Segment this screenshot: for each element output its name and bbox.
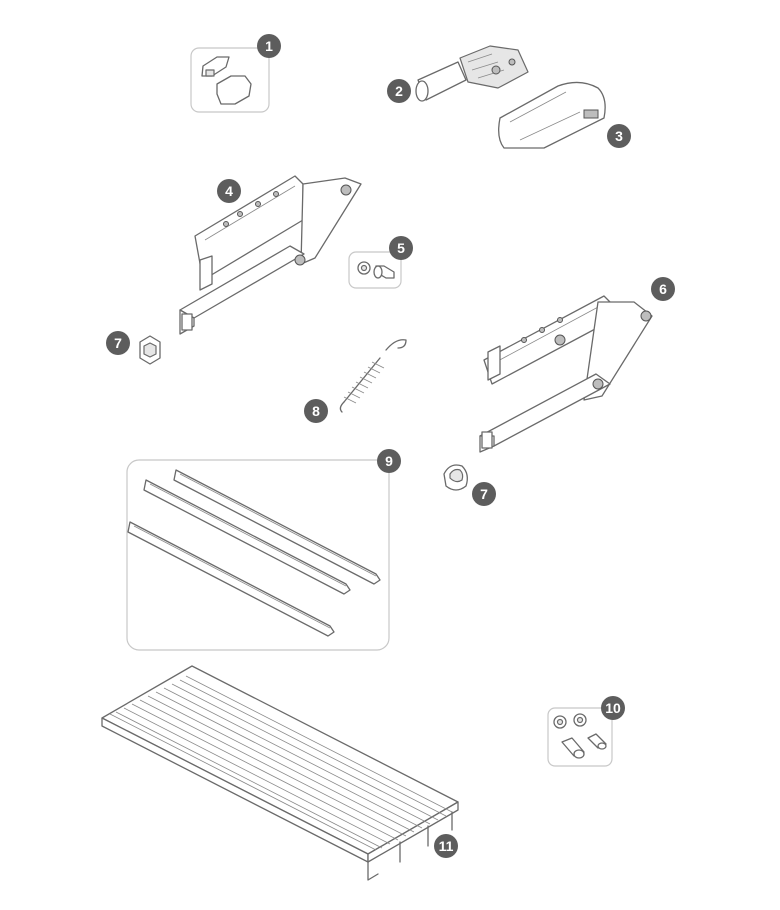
svg-text:11: 11 — [439, 838, 454, 854]
svg-text:3: 3 — [615, 128, 623, 144]
part-1-end-caps — [190, 47, 270, 113]
part-2-motor — [415, 45, 529, 102]
part-7-stop-block-left — [139, 335, 161, 365]
part-5-bolt-washer — [348, 251, 402, 289]
part-4-left-bracket — [179, 175, 362, 335]
badge-6: 6 — [651, 277, 675, 301]
badge-9: 9 — [377, 449, 401, 473]
badge-5: 5 — [389, 236, 413, 260]
badge-4: 4 — [217, 179, 241, 203]
part-6-right-bracket — [479, 295, 653, 453]
part-9-rails — [126, 459, 390, 651]
svg-text:2: 2 — [395, 83, 403, 99]
svg-text:10: 10 — [605, 700, 621, 716]
part-10-fasteners — [547, 707, 613, 767]
svg-text:8: 8 — [312, 403, 320, 419]
part-3-motor-cover — [498, 81, 606, 149]
part-11-step-tread — [101, 665, 459, 881]
part-7-stop-block-right — [443, 464, 468, 491]
svg-text:9: 9 — [385, 453, 393, 469]
svg-text:1: 1 — [265, 38, 273, 54]
badge-3: 3 — [607, 124, 631, 148]
svg-text:5: 5 — [397, 240, 405, 256]
badge-2: 2 — [387, 79, 411, 103]
badge-11: 11 — [434, 834, 458, 858]
badge-1: 1 — [257, 34, 281, 58]
badge-7-right: 7 — [472, 482, 496, 506]
svg-text:4: 4 — [225, 183, 233, 199]
svg-text:6: 6 — [659, 281, 667, 297]
badge-10: 10 — [601, 696, 625, 720]
svg-text:7: 7 — [114, 335, 122, 351]
badge-7-left: 7 — [106, 331, 130, 355]
part-8-spring — [339, 339, 407, 413]
svg-text:7: 7 — [480, 486, 488, 502]
badge-8: 8 — [304, 399, 328, 423]
